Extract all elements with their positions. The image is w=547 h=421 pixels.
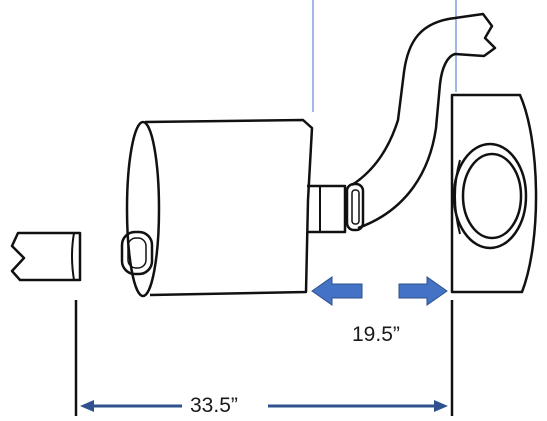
dimension-line-long xyxy=(80,400,448,412)
dimension-label-long: 33.5” xyxy=(186,394,242,418)
muffler-inlet-nipple xyxy=(120,230,154,276)
box-port-outer xyxy=(452,142,528,250)
muffler xyxy=(120,118,347,298)
gap-arrow-left xyxy=(311,276,363,306)
dimension-label-short: 19.5” xyxy=(352,323,400,347)
muffler-outlet-nipple xyxy=(307,184,347,234)
muffler-inlet-end xyxy=(125,120,161,298)
curved-exhaust-pipe xyxy=(345,12,497,232)
component-box xyxy=(450,93,538,294)
left-pipe-stub xyxy=(10,231,82,282)
box-port-inner xyxy=(461,152,523,240)
gap-arrow-right xyxy=(398,276,448,306)
